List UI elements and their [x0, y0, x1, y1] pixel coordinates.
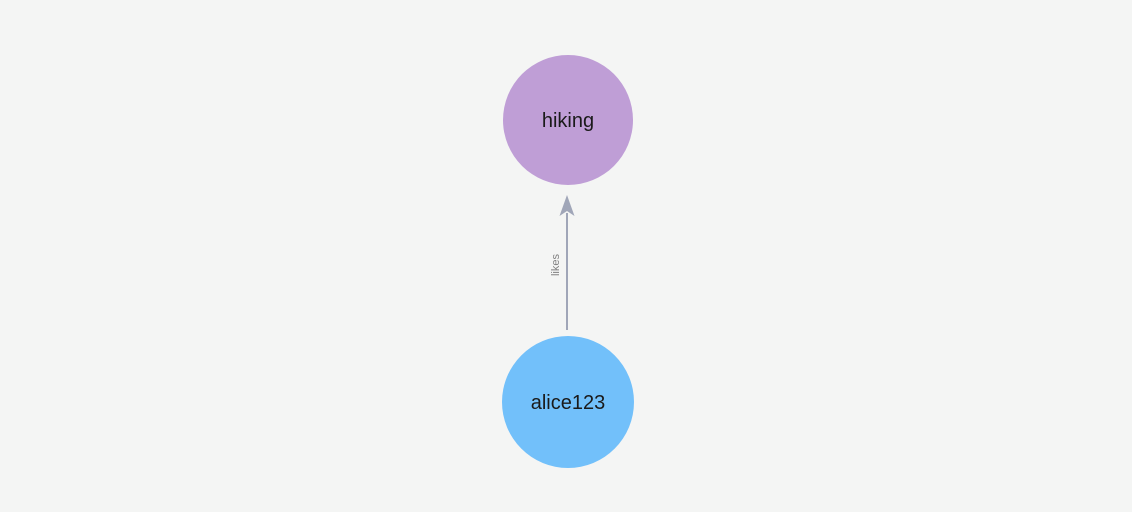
graph-node-alice123[interactable]: alice123: [502, 336, 634, 468]
edge-label-likes: likes: [550, 254, 562, 277]
graph-edge-likes[interactable]: likes: [550, 195, 575, 330]
node-label-alice123: alice123: [531, 392, 606, 414]
node-circle-alice123[interactable]: [502, 336, 634, 468]
node-label-hiking: hiking: [542, 110, 594, 132]
graph-node-hiking[interactable]: hiking: [503, 55, 633, 185]
node-circle-hiking[interactable]: [503, 55, 633, 185]
arrowhead-icon: [559, 195, 575, 216]
